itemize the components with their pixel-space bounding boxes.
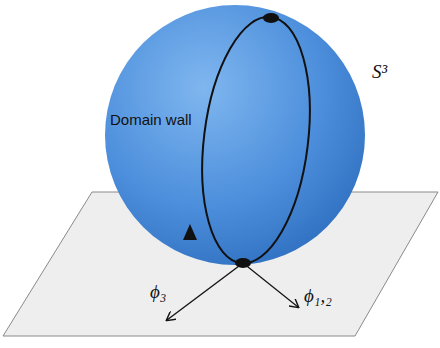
- phi3-arrow: [167, 263, 243, 320]
- field-label: ϕ₃: [150, 282, 166, 303]
- domain-wall-label: Domain wall: [110, 112, 192, 129]
- orientation-arrowhead: [183, 224, 197, 240]
- phi12-arrow: [243, 263, 298, 307]
- bottom-point: [235, 258, 251, 268]
- field-label: ϕ₁,₂: [304, 286, 332, 307]
- domain-wall-circle: [189, 11, 322, 270]
- space-label: S³: [372, 62, 387, 83]
- top-point: [263, 13, 279, 23]
- sphere: [105, 5, 365, 265]
